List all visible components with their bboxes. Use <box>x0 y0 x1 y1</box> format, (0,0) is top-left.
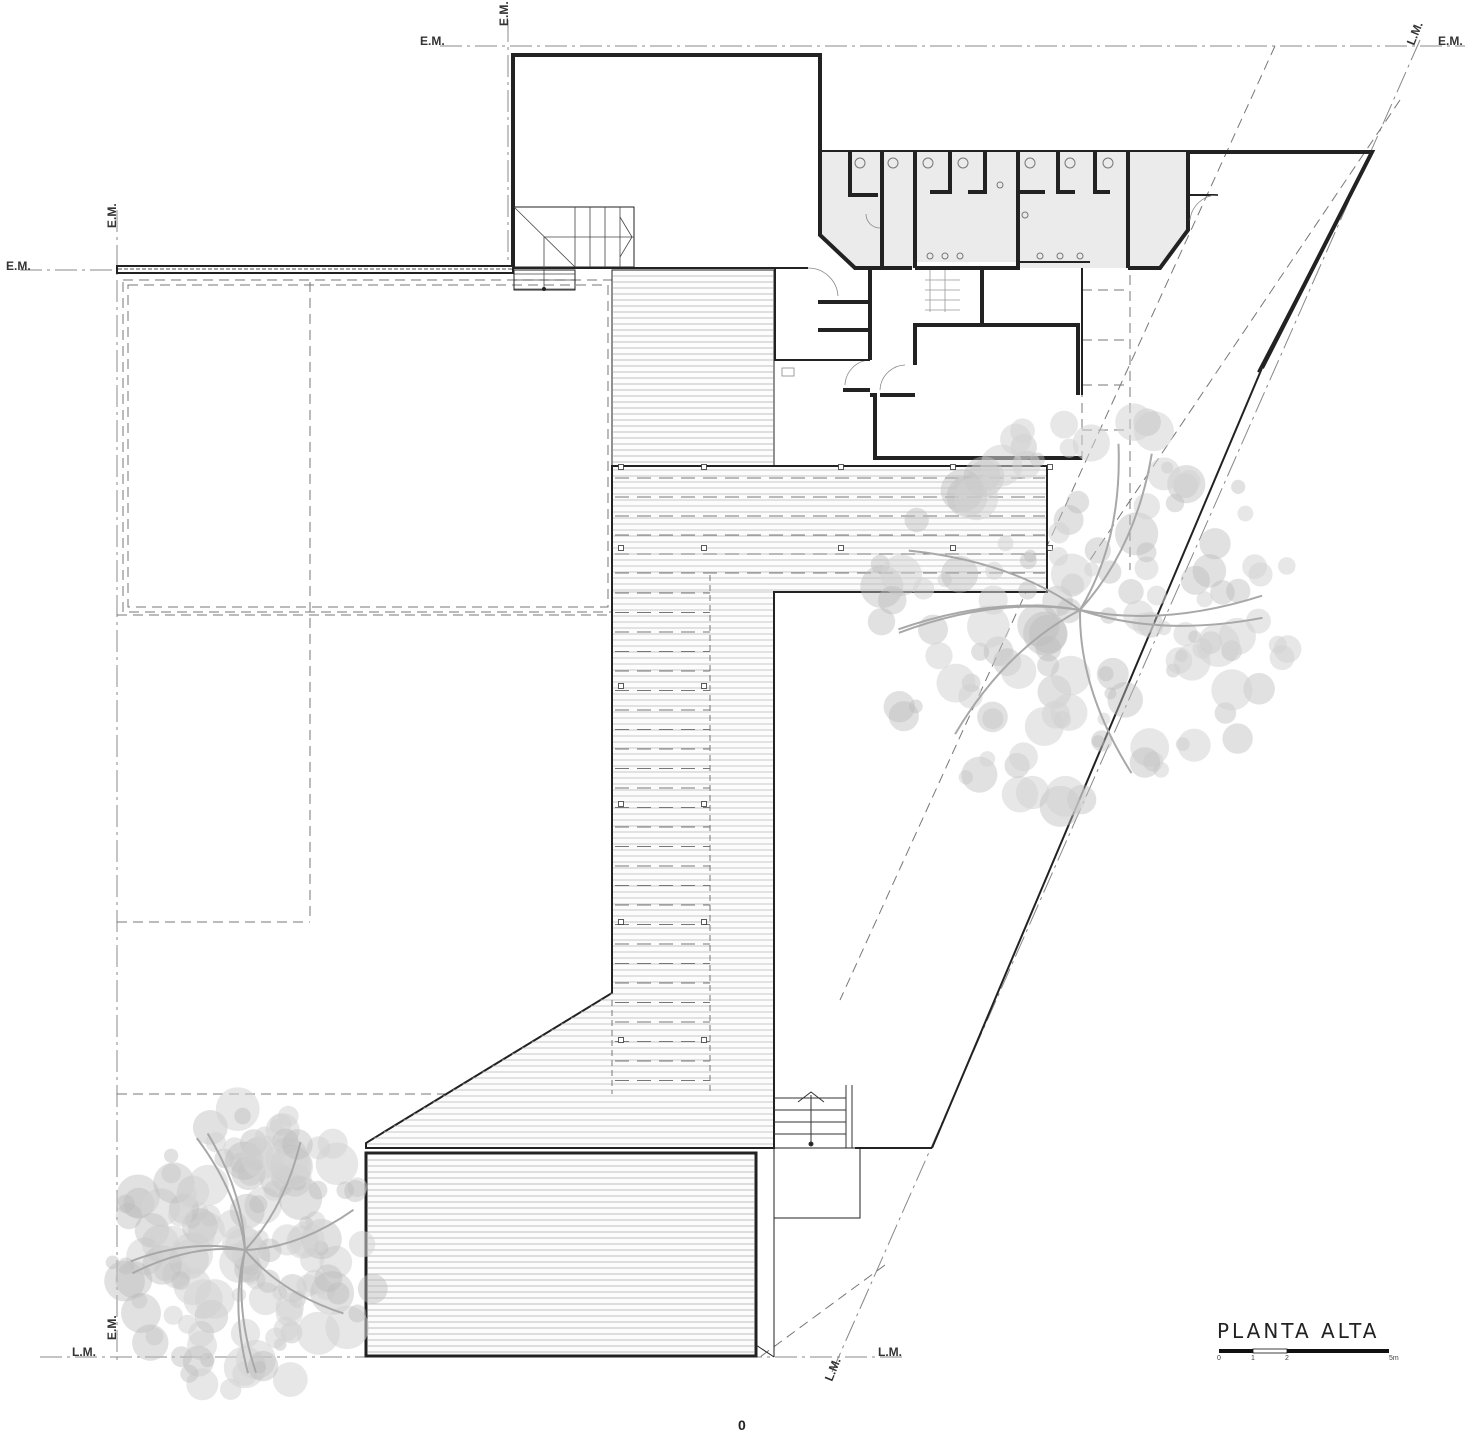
em-label-left-vertical: E.M. <box>105 203 119 228</box>
scale-tick-5m: 5m <box>1389 1355 1399 1362</box>
toilet-icon <box>854 157 1114 260</box>
tree-icon <box>104 1087 388 1401</box>
scale-tick-1: 1 <box>1251 1355 1255 1362</box>
scale-tick-2: 2 <box>1285 1355 1289 1362</box>
em-label-right: E.M. <box>1438 34 1463 48</box>
em-label-top-vertical: E.M. <box>497 1 511 26</box>
reference-lines <box>20 20 1465 1373</box>
title-block: PLANTA ALTA 0 1 2 5m <box>1217 1319 1399 1362</box>
lm-label-bottom-diagonal: L.M. <box>822 1356 844 1383</box>
axis-labels: E.M. E.M. E.M. L.M. E.M. E.M. E.M. L.M. … <box>6 1 1463 1383</box>
toilet-block <box>807 152 1219 391</box>
drawing-title: PLANTA ALTA <box>1217 1319 1379 1343</box>
em-label-top: E.M. <box>420 34 445 48</box>
lm-label-bottom-left: L.M. <box>72 1345 96 1359</box>
scale-tick-0: 0 <box>1217 1355 1221 1362</box>
stair-icon <box>774 1085 853 1148</box>
lm-label-top-right: L.M. <box>1404 20 1426 47</box>
em-label-bottom-vertical: E.M. <box>105 1315 119 1340</box>
scale-bar: 0 1 2 5m <box>1217 1348 1399 1362</box>
deck-walkway <box>364 269 1053 1358</box>
em-label-left: E.M. <box>6 259 31 273</box>
lm-label-bottom-right: L.M. <box>878 1345 902 1359</box>
stair-icon <box>513 206 635 291</box>
tree-icon <box>860 403 1302 827</box>
middle-rooms <box>774 268 1083 460</box>
page-number: 0 <box>738 1417 746 1433</box>
